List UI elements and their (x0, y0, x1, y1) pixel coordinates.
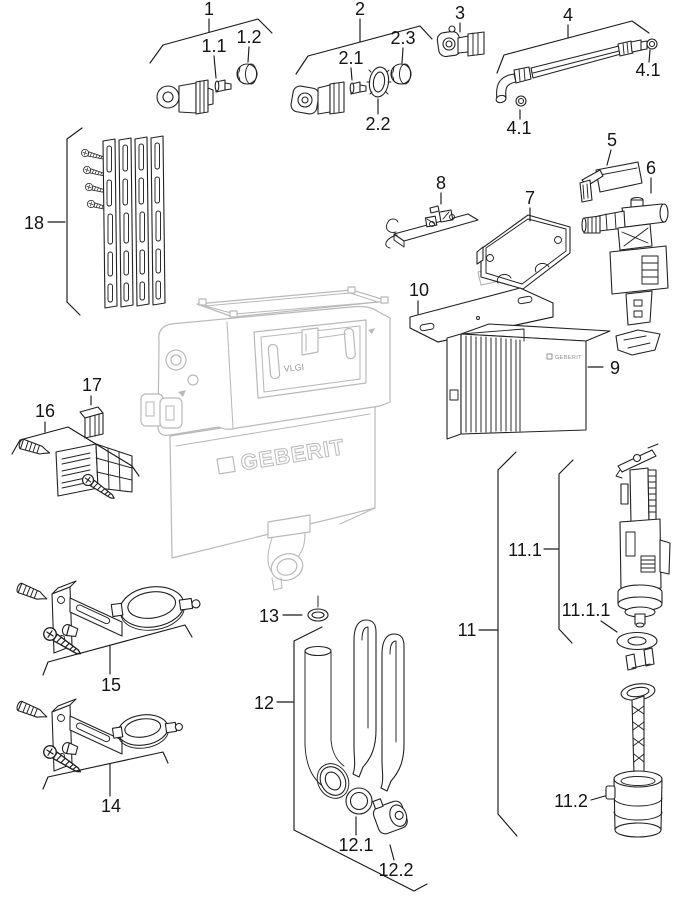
part-1-supply-fitting (156, 79, 214, 115)
callout-label-1-1: 1.1 (201, 36, 226, 56)
part-17-clip (79, 406, 104, 439)
part-4-1-washer-right (646, 38, 658, 50)
part-4-1-washer-left (515, 95, 527, 107)
callout-label-4-1-left: 4.1 (506, 118, 531, 138)
part-2-supply-fitting (290, 81, 345, 115)
leader-1-2 (247, 46, 250, 63)
bracket-2 (295, 25, 433, 75)
callout-label-4-1-right: 4.1 (635, 60, 660, 80)
callout-label-2-3: 2.3 (390, 28, 415, 48)
outlet-neck (267, 514, 311, 539)
callout-label-14: 14 (101, 796, 121, 816)
callout-label-11-1: 11.1 (508, 540, 542, 560)
callout-label-13: 13 (259, 606, 279, 626)
callout-label-11-2: 11.2 (554, 791, 588, 811)
service-window (253, 319, 367, 399)
leader-5 (606, 149, 612, 166)
part-2-1-adapter (349, 81, 367, 95)
bracket-11 (497, 451, 518, 837)
part-12-2-connector (372, 798, 408, 835)
bracket-1 (149, 18, 273, 64)
part-11-1-1-seal-washer (616, 631, 658, 651)
leader-2-3 (401, 47, 404, 64)
bracket-18 (66, 127, 83, 316)
callout-label-18: 18 (24, 213, 44, 233)
window-latch (301, 327, 319, 356)
part-2-2-seal-ring (366, 66, 392, 98)
leader-11-1-1 (600, 620, 618, 633)
part-4-hose (495, 39, 648, 104)
cover-shell-left (352, 619, 377, 778)
callout-label-16: 16 (35, 401, 55, 421)
part-7-mounting-plate (476, 214, 571, 290)
callout-label-1-2: 1.2 (236, 27, 261, 47)
callout-label-12-1: 12.1 (338, 835, 373, 855)
part-1-2-cap-nut (236, 63, 258, 85)
callout-label-2-2: 2.2 (365, 114, 390, 134)
rails (102, 135, 166, 309)
bracket-12 (293, 626, 428, 892)
callout-label-6: 6 (646, 158, 656, 178)
pipe-clamp-small (111, 714, 183, 749)
part-12-flush-bend (304, 619, 405, 799)
callout-label-12: 12 (254, 693, 274, 713)
part-15-bracket-clamp-set (15, 580, 201, 660)
cistern-tank-ghost: GEBERIT VLGI (140, 265, 522, 591)
fill-valve-foot (615, 329, 661, 356)
callout-label-2: 2 (355, 0, 365, 19)
callout-label-4: 4 (563, 5, 573, 25)
box-logo: GEBERIT (546, 353, 582, 361)
cover-shell-right (380, 633, 405, 792)
part-11-1-flush-valve (615, 443, 671, 628)
callout-label-15: 15 (101, 675, 121, 695)
callout-label-11-1-1: 11.1.1 (562, 600, 611, 620)
callout-label-8: 8 (436, 173, 446, 193)
callout-label-2-1: 2.1 (338, 48, 363, 68)
callout-label-3: 3 (455, 3, 465, 23)
bracket-15 (42, 624, 193, 676)
callout-label-5: 5 (607, 130, 617, 150)
leader-11-2 (590, 795, 606, 801)
leader-2-1 (350, 67, 353, 81)
part-2-3-cap-nut (390, 63, 412, 85)
part-13-o-ring (307, 595, 329, 622)
pipe-clamp-large (110, 586, 201, 631)
part-16-bracket-set (17, 437, 133, 504)
part-3-valve (436, 25, 485, 58)
leader-1-1 (213, 55, 217, 79)
part-12-1-seal-ring (345, 787, 373, 815)
molded-marking: VLGI (283, 362, 304, 374)
svg-text:GEBERIT: GEBERIT (555, 355, 582, 361)
top-frame (196, 286, 389, 318)
leader-4-1-right (648, 49, 651, 63)
callout-label-9: 9 (610, 358, 620, 378)
part-9-protection-box: GEBERIT (446, 323, 611, 440)
callout-leader-lines (11, 18, 652, 892)
left-connector-block (140, 393, 183, 429)
part-5-clip (579, 161, 643, 203)
callout-label-11: 11 (458, 620, 477, 640)
bracket-11-1 (558, 459, 574, 644)
part-18-rail-set (80, 135, 166, 309)
part-8-lever-unit (385, 205, 479, 249)
bracket-14 (42, 751, 169, 790)
callout-label-1: 1 (204, 0, 214, 19)
part-1-1-adapter (214, 79, 232, 93)
callout-label-10: 10 (409, 280, 429, 300)
callout-label-17: 17 (82, 375, 102, 395)
callout-label-12-2: 12.2 (378, 860, 413, 880)
outlet-socket (270, 553, 304, 581)
tank-logo-square (216, 455, 236, 475)
callout-label-7: 7 (525, 188, 535, 208)
part-14-bracket-clamp-set (15, 698, 183, 778)
part-6-fill-valve (581, 196, 669, 356)
bracket-16 (11, 426, 140, 477)
part-11-2-valve-basket (605, 647, 663, 838)
leader-12-2 (389, 844, 395, 861)
